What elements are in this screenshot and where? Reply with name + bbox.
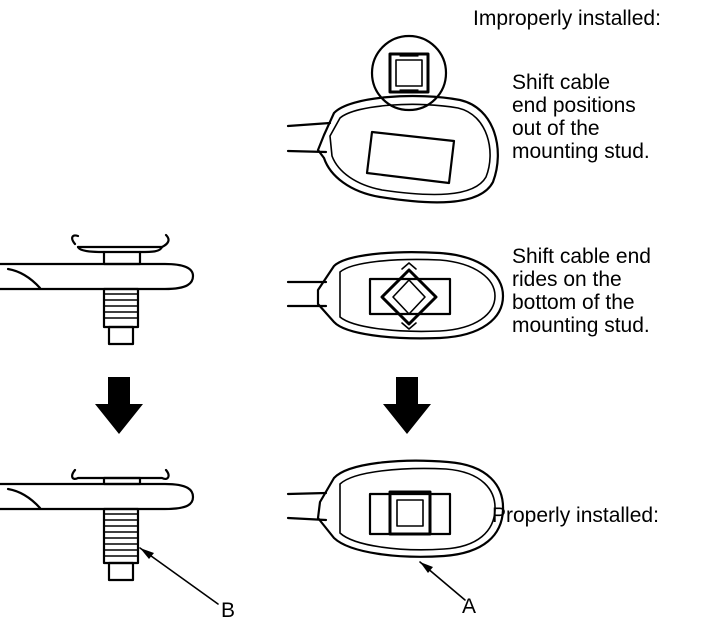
improper-case1-line: end positions [512, 94, 636, 117]
improper-case1-line: out of the [512, 117, 600, 140]
callout-b-arrowhead [140, 548, 154, 559]
improper-heading: Improperly installed: [473, 7, 661, 30]
callout-b-label: B [221, 599, 236, 622]
side-view-before [0, 233, 195, 346]
improper-case1-line: mounting stud. [512, 140, 650, 163]
cable-end-properly-installed [286, 459, 505, 601]
improper-case2-line: bottom of the [512, 291, 635, 314]
improper-case2-line: Shift cable end [512, 245, 651, 268]
down-arrow-icon [383, 377, 431, 434]
improper-case1-line: Shift cable [512, 71, 611, 94]
side-view-after [0, 468, 219, 605]
improper-case2-line: rides on the [512, 268, 622, 291]
callout-a-label: A [462, 595, 477, 618]
improper-case2-text: Shift cable end rides on the bottom of t… [512, 245, 651, 337]
improper-case1-text: Shift cable end positions out of the mou… [512, 71, 650, 163]
cable-end-rides-on-stud [286, 251, 505, 340]
improper-case2-line: mounting stud. [512, 314, 650, 337]
proper-heading: Properly installed: [492, 504, 659, 527]
down-arrow-icon [95, 377, 143, 434]
callout-a-arrowhead [420, 562, 433, 573]
cable-end-out-of-stud [286, 34, 499, 204]
